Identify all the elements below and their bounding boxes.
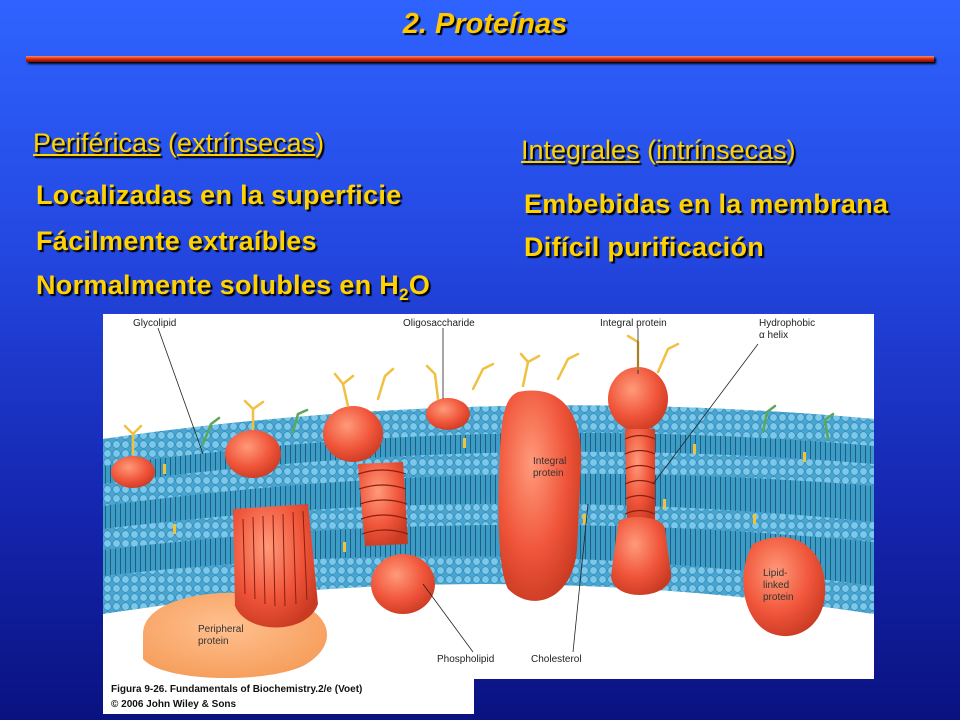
helix-protein-2-bottom bbox=[611, 517, 672, 595]
peripheral-heading-sub: extrínsecas bbox=[177, 128, 316, 158]
surface-protein-4 bbox=[426, 398, 470, 430]
surface-protein-3 bbox=[323, 406, 383, 462]
lipid-linked-protein bbox=[743, 537, 826, 637]
integral-item-1: Embebidas en la membrana bbox=[524, 189, 889, 219]
formula-subscript: 2 bbox=[399, 285, 409, 304]
peripheral-heading: Periféricas (extrínsecas) bbox=[33, 128, 324, 159]
integral-heading-sub: intrínsecas bbox=[656, 135, 787, 165]
protein-bottom-middle bbox=[371, 554, 435, 614]
label-lipid-3: protein bbox=[763, 592, 794, 603]
glycolipid-heads bbox=[201, 404, 835, 446]
integral-paren-close: ) bbox=[786, 135, 796, 165]
label-peripheral-2: protein bbox=[198, 636, 229, 647]
surface-protein-left bbox=[111, 456, 155, 488]
label-integral-inside-2: protein bbox=[533, 468, 564, 479]
integral-heading: Integrales (intrínsecas) bbox=[521, 135, 796, 166]
label-glycolipid: Glycolipid bbox=[133, 318, 176, 329]
helix-protein-2-coils bbox=[624, 434, 656, 515]
membrane-illustration: Glycolipid Oligosaccharide Integral prot… bbox=[103, 318, 874, 679]
peripheral-item-2: Fácilmente extraíbles bbox=[36, 226, 317, 256]
integral-protein-1 bbox=[233, 504, 318, 628]
bilayer-outer-heads-inner bbox=[103, 451, 874, 506]
label-lipid-2: linked bbox=[763, 580, 789, 591]
surface-protein-2 bbox=[225, 430, 281, 478]
integral-item-2: Difícil purificación bbox=[524, 232, 765, 262]
label-phospholipid: Phospholipid bbox=[437, 654, 494, 665]
figure-caption: Figura 9-26. Fundamentals of Biochemistr… bbox=[103, 679, 474, 714]
formula-tail: O bbox=[408, 270, 431, 300]
helix-protein-1-coils bbox=[357, 469, 409, 535]
caption-line-2: © 2006 John Wiley & Sons bbox=[111, 699, 237, 710]
slide-title: 2. Proteínas bbox=[402, 8, 568, 40]
integral-heading-main: Integrales bbox=[521, 135, 640, 165]
caption-line-1: Figura 9-26. Fundamentals of Biochemistr… bbox=[111, 684, 363, 695]
label-hydrophobic: Hydrophobic bbox=[759, 318, 815, 329]
leader-lines bbox=[157, 327, 759, 653]
label-alpha-helix: α helix bbox=[759, 330, 788, 341]
oligosaccharides bbox=[123, 334, 680, 456]
integral-protein-1-stripes bbox=[242, 510, 308, 607]
label-cholesterol: Cholesterol bbox=[531, 654, 582, 665]
integral-protein-large bbox=[498, 390, 582, 601]
label-integral-protein-top: Integral protein bbox=[600, 318, 667, 329]
membrane-figure: Glycolipid Oligosaccharide Integral prot… bbox=[103, 314, 874, 679]
peripheral-heading-main: Periféricas bbox=[33, 128, 161, 158]
peripheral-item-1: Localizadas en la superficie bbox=[36, 180, 402, 210]
title-underline-bar bbox=[26, 56, 934, 62]
label-integral-inside-1: Integral bbox=[533, 456, 566, 467]
label-peripheral-1: Peripheral bbox=[198, 624, 244, 635]
peripheral-paren-open: ( bbox=[160, 128, 178, 158]
helix-protein-2-body bbox=[625, 429, 655, 524]
peripheral-paren-close: ) bbox=[315, 128, 325, 158]
peripheral-item-3: Normalmente solubles en H2O bbox=[36, 270, 430, 305]
integral-paren-open: ( bbox=[639, 135, 657, 165]
helix-protein-1 bbox=[358, 462, 408, 546]
helix-protein-2-top bbox=[608, 367, 668, 431]
label-oligosaccharide: Oligosaccharide bbox=[403, 318, 475, 329]
label-lipid-1: Lipid- bbox=[763, 568, 787, 579]
peripheral-item-3-text: Normalmente solubles en H bbox=[36, 270, 400, 300]
